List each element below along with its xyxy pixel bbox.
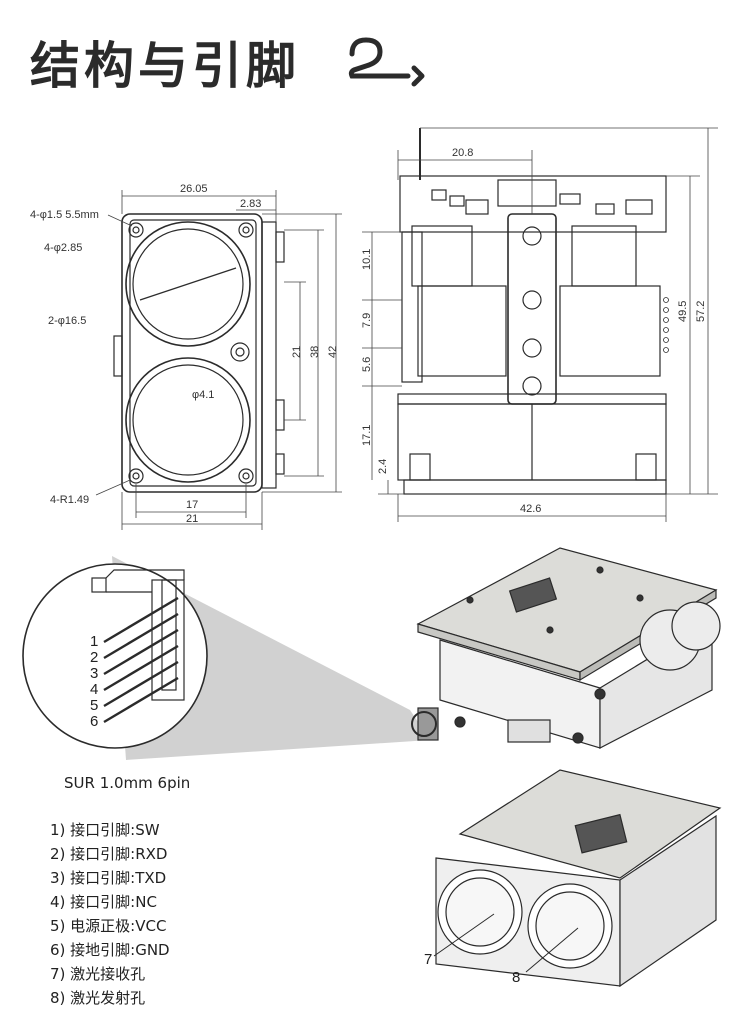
front-view [113,213,285,493]
dim-hole-center: φ4.1 [192,389,214,401]
callout-7: 7 [424,951,432,968]
pin-number-2: 2 [90,649,98,666]
dim-radius: 4-R1.49 [50,494,89,506]
pin-list: 1) 接口引脚:SW 2) 接口引脚:RXD 3) 接口引脚:TXD 4) 接口… [50,818,170,1010]
pin-item-8: 8) 激光发射孔 [50,989,146,1007]
pin-item-4: 4) 接口引脚:NC [50,893,157,911]
dim-49-5: 49.5 [677,301,689,322]
dim-pitch-38: 38 [309,346,321,358]
dim-17-1: 17.1 [361,425,373,446]
dim-hole-mount: 4-φ2.85 [44,242,82,254]
arrow-icon [348,37,425,87]
pin-item-3: 3) 接口引脚:TXD [50,869,167,887]
side-dim-lines [362,127,718,522]
front-dim-lines [95,190,342,530]
pin-item-5: 5) 电源正极:VCC [50,917,167,935]
pin-item-1: 1) 接口引脚:SW [50,821,160,839]
pin-item-6: 6) 接地引脚:GND [50,941,170,959]
pin-number-3: 3 [90,665,98,682]
dim-hole-small: 4-φ1.5 5.5mm [30,209,99,221]
dim-width-17: 17 [186,499,198,511]
dim-42-6: 42.6 [520,503,541,515]
pin-number-6: 6 [90,713,98,730]
connector-zoom: 1 2 3 4 5 6 [22,563,208,749]
dim-7-9: 7.9 [361,313,373,328]
side-dim-labels: 20.8 10.1 7.9 5.6 17.1 2.4 49.5 57.2 42.… [361,147,707,515]
dim-offset-top: 2.83 [240,198,261,210]
dim-top-20-8: 20.8 [452,147,473,159]
pin-number-4: 4 [90,681,98,698]
dim-2-4: 2.4 [377,459,389,474]
connector-label: SUR 1.0mm 6pin [64,774,191,792]
pin-item-7: 7) 激光接收孔 [50,965,146,983]
dim-5-6: 5.6 [361,357,373,372]
dim-lens: 2-φ16.5 [48,315,86,327]
pin-item-2: 2) 接口引脚:RXD [50,845,168,863]
dim-height-42: 42 [327,346,339,358]
front-dim-labels: 26.05 2.83 4-φ1.5 5.5mm 4-φ2.85 2-φ16.5 … [30,183,339,525]
dim-width-21: 21 [186,513,198,525]
pin-number-5: 5 [90,697,98,714]
page-title: 结构与引脚 [30,37,300,95]
pin-number-1: 1 [90,633,98,650]
dim-width-top: 26.05 [180,183,208,195]
module-3d-bottom [433,769,722,988]
module-3d-top [411,547,721,749]
dim-pitch-21: 21 [291,346,303,358]
dim-10-1: 10.1 [361,249,373,270]
callout-8: 8 [512,969,520,986]
side-view [397,128,669,495]
connector-wires [103,596,179,724]
dim-57-2: 57.2 [695,301,707,322]
